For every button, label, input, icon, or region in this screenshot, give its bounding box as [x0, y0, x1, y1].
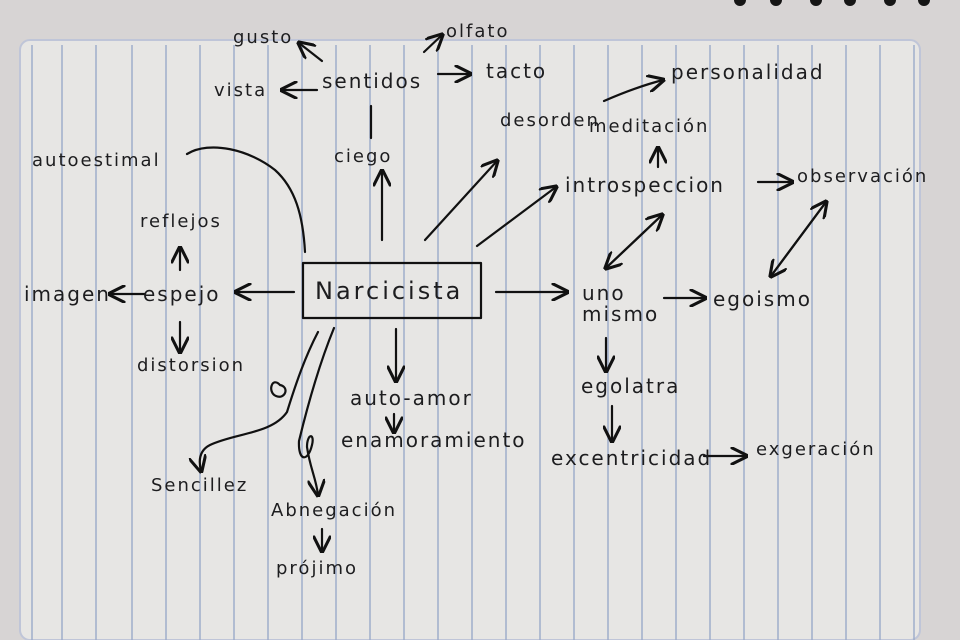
arrow-center-desorden — [423, 161, 497, 242]
node-meditacion: meditación — [589, 116, 710, 137]
node-narcicista: Narcicista — [315, 277, 464, 305]
node-personalidad: personalidad — [671, 60, 825, 84]
dot-icon — [810, 0, 822, 6]
node-ciego: ciego — [334, 146, 393, 167]
arrow-introspeccion-uno-mismo — [606, 213, 664, 268]
center-box-outline — [301, 261, 483, 320]
node-exageracion: exgeración — [756, 439, 876, 460]
diagram-connectors — [110, 35, 826, 551]
node-introspeccion: introspeccion — [565, 173, 725, 197]
page-top-dots — [720, 0, 960, 10]
dot-icon — [770, 0, 782, 6]
node-espejo: espejo — [143, 282, 221, 306]
dot-icon — [884, 0, 896, 6]
loop-sencillez — [270, 381, 287, 398]
node-reflejos: reflejos — [140, 211, 222, 232]
node-imagen: imagen — [24, 282, 111, 306]
node-tacto: tacto — [486, 59, 548, 83]
node-egoismo: egoismo — [713, 287, 812, 311]
arrow-sentidos-olfato — [422, 35, 442, 54]
arrow-sentidos-gusto — [299, 43, 324, 63]
node-gusto: gusto — [233, 27, 294, 48]
node-observacion: observación — [797, 166, 929, 187]
notebook-sheet — [19, 39, 921, 640]
node-enamoramiento: enamoramiento — [341, 428, 527, 452]
curve-center-abnegacion — [297, 326, 336, 495]
curve-center-sencillez — [200, 330, 320, 471]
node-desorden: desorden — [500, 110, 600, 131]
dot-icon — [734, 0, 746, 6]
node-uno-mismo: uno mismo — [582, 283, 659, 325]
node-abnegacion: Abnegación — [271, 500, 397, 521]
node-auto-amor: auto-amor — [350, 386, 473, 410]
dot-icon — [844, 0, 856, 6]
node-distorsion: distorsion — [137, 355, 246, 376]
node-sencillez: Sencillez — [151, 475, 249, 496]
curve-center-autoestima — [185, 146, 307, 254]
dot-icon — [918, 0, 930, 6]
node-vista: vista — [214, 80, 268, 101]
node-egolatra: egolatra — [581, 374, 681, 398]
node-projimo: prójimo — [276, 558, 358, 579]
node-excentricidad: excentricidad — [551, 446, 713, 470]
node-uno-line: uno — [582, 281, 626, 305]
arrow-observacion-egoismo — [771, 200, 828, 276]
node-autoestima: autoestimal — [32, 150, 161, 171]
arrow-desorden-personalidad — [602, 80, 663, 103]
node-sentidos: sentidos — [322, 69, 423, 93]
node-mismo-line: mismo — [582, 302, 660, 326]
node-olfato: olfato — [446, 21, 510, 42]
arrow-center-introspeccion — [475, 187, 556, 248]
ruled-lines — [31, 45, 915, 640]
